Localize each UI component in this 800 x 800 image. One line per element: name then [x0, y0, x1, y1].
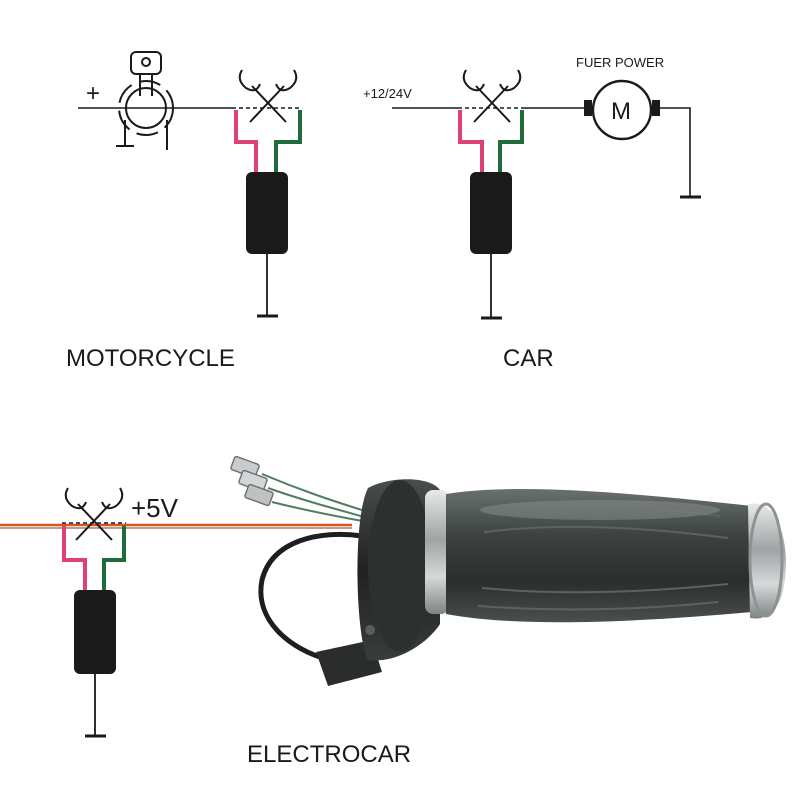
caption-electrocar: ELECTROCAR [247, 741, 411, 768]
red-wire [458, 110, 484, 176]
throttle-grip-photo [230, 455, 786, 686]
scissors-cut-icon [462, 69, 522, 123]
ignition-switch-icon [116, 51, 174, 150]
grip-highlight [480, 500, 720, 520]
chrome-collar [425, 490, 449, 614]
car-panel: +12/24V M FUER POWER CAR [363, 55, 701, 372]
chrome-bar-end [748, 503, 786, 619]
throttle-sensor [246, 172, 288, 254]
throttle-sensor [470, 172, 512, 254]
motor-terminal-right [652, 100, 660, 116]
housing-screw [365, 625, 375, 635]
supply-label-5v: +5V [131, 493, 179, 523]
green-wire [274, 110, 302, 176]
supply-label-12-24v: +12/24V [363, 86, 412, 101]
red-wire [62, 526, 87, 594]
bar-end-rim [748, 502, 784, 618]
black-cable [258, 531, 363, 663]
caption-car: CAR [503, 345, 554, 372]
thin-wires [261, 473, 369, 523]
motor-letter: M [611, 98, 631, 125]
motor-icon [591, 79, 653, 141]
red-wire [234, 110, 258, 176]
throttle-sensor [74, 590, 116, 674]
motorcycle-panel: + MOTORCYCLE [66, 51, 302, 372]
electrocar-panel: +5V ELECTROCAR [0, 487, 411, 768]
housing-end [368, 480, 432, 652]
load-label-fuer-power: FUER POWER [576, 55, 664, 70]
green-wire [102, 526, 126, 594]
scissors-cut-icon [64, 487, 124, 541]
green-wire [498, 110, 524, 176]
caption-motorcycle: MOTORCYCLE [66, 345, 235, 372]
motor-ground-wire [660, 107, 691, 196]
wire-connectors [230, 455, 274, 507]
motor-terminal-left [584, 100, 592, 116]
supply-label-plus: + [86, 80, 100, 107]
scissors-cut-icon [238, 69, 298, 123]
